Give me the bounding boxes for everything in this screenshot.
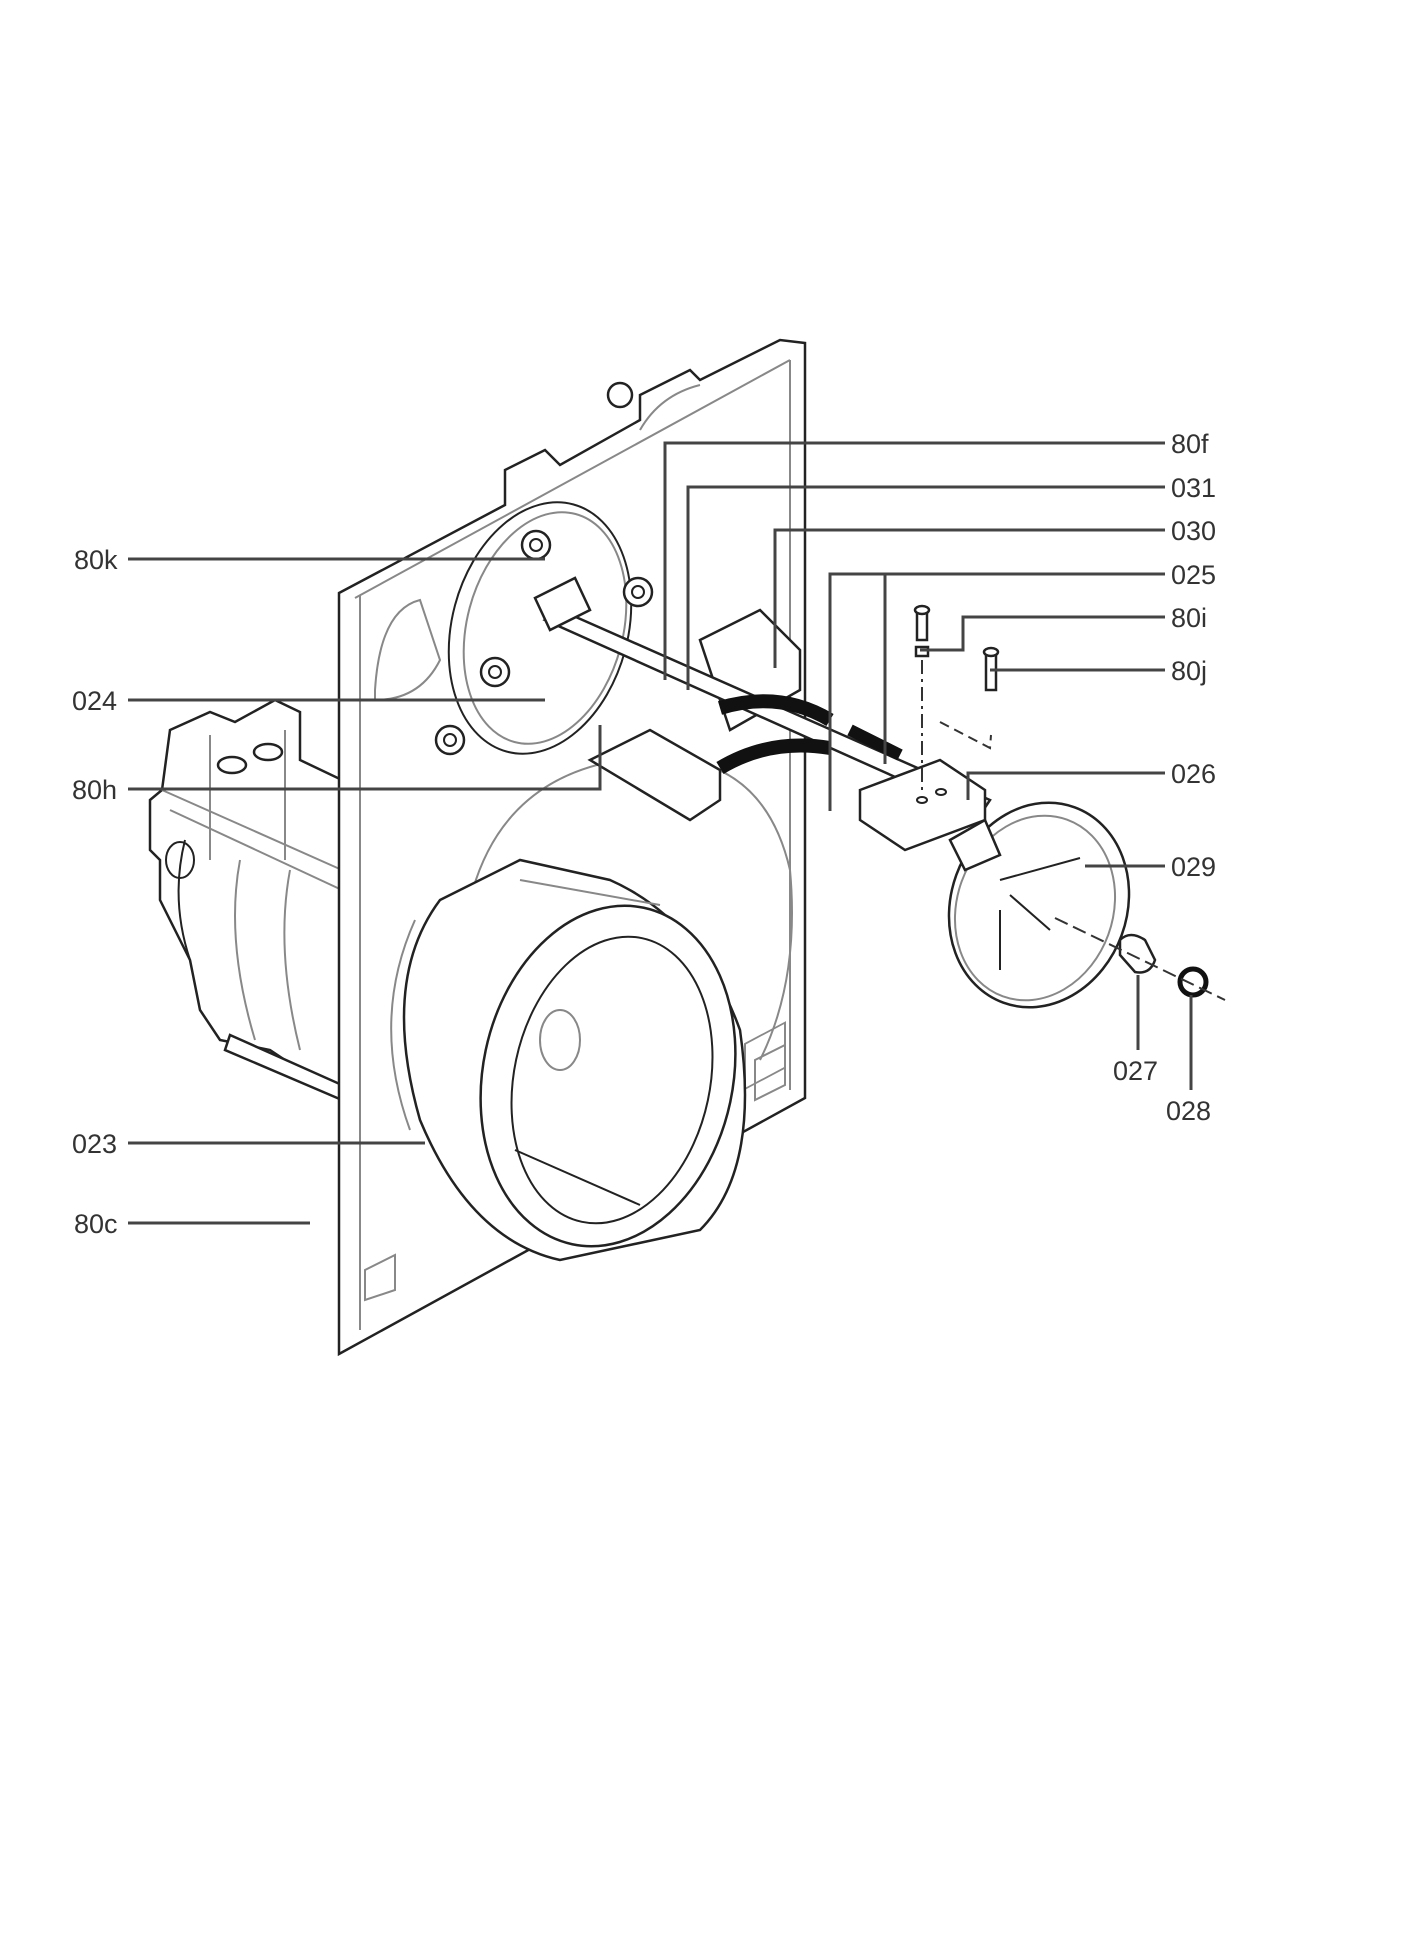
label-028: 028 [1166,1096,1211,1126]
label-80j: 80j [1171,656,1207,686]
label-023: 023 [72,1129,117,1159]
label-80f: 80f [1171,429,1209,459]
label-031: 031 [1171,473,1216,503]
label-80i: 80i [1171,603,1207,633]
label-027: 027 [1113,1056,1158,1086]
label-80h: 80h [72,775,117,805]
label-024: 024 [72,686,117,716]
baffle-wheel [947,801,1226,1009]
label-80k: 80k [74,545,118,575]
label-030: 030 [1171,516,1216,546]
leader-lines [128,441,1193,1225]
label-029: 029 [1171,852,1216,882]
motor-assembly [148,698,344,1102]
fan-housing [390,858,747,1262]
label-80c: 80c [74,1209,118,1239]
label-026: 026 [1171,759,1216,789]
label-025: 025 [1171,560,1216,590]
